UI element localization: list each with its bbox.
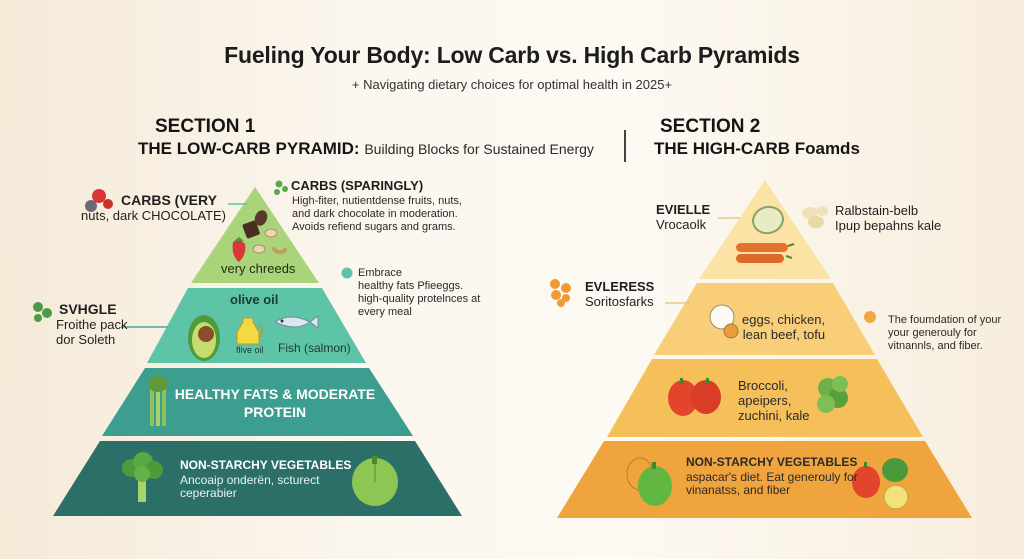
callout-line: every meal [358,306,412,318]
page-title: Fueling Your Body: Low Carb vs. High Car… [224,42,800,68]
callout-heading: CARBS (SPARINGLY) [291,178,424,193]
callout-line: Froithe pack [56,317,128,332]
low-carb-base-tier-text: NON-STARCHY VEGETABLES Ancoaip onderën, … [180,458,351,500]
tier-line: zuchini, kale [738,408,810,423]
tier-label-line: PROTEIN [243,404,307,420]
callout-line: Avoids refiend sugars and grams. [292,221,456,233]
section1-title-bold: THE LOW-CARB PYRAMID: [138,139,360,158]
callout-line: Embrace [358,267,403,279]
tier-desc: vinanatss, and fiber [686,483,791,497]
callout-line: High-fiter, nutientdense fruits, nuts, [292,195,462,207]
high-carb-callout-left-mid: EVLERESS Soritosfarks [585,279,654,309]
callout-line: Vrocaolk [656,217,707,232]
callout-line: your generouly for [888,327,977,339]
low-carb-callout-left-mid: SVHGLE Froithe pack dor Soleth [56,301,128,348]
tier-line: apeipers, [738,393,792,408]
tier-line: eggs, chicken, [742,312,826,327]
callout-line: Ipup bepahns kale [835,218,942,233]
low-carb-tier-third [102,368,413,436]
tier-heading: NON-STARCHY VEGETABLES [686,455,858,469]
callout-line: EVIELLE [656,202,711,217]
callout-line: high-quality protelnces at [358,293,481,305]
callout-heading: SVHGLE [59,301,117,317]
callout-line: Ralbstain-belb [835,203,919,218]
section1-title-light: Building Blocks for Sustained Energy [364,141,594,157]
high-carb-icons [550,205,909,510]
callout-text: CARBS (VERY [121,192,217,208]
high-carb-callout-right-top: Ralbstain-belb Ipup bepahns kale [835,203,941,233]
low-carb-callout-right-mid: Embrace healthy fats Pfieeggs. high-qual… [358,267,480,319]
fish-icon-label: Fish (salmon) [278,341,351,355]
callout-line: and dark chocolate in moderation. [292,208,458,220]
high-carb-third-tier-text: Broccoli, apeipers, zuchini, kale [738,378,810,423]
section2-number: SECTION 2 [660,116,761,137]
tier-desc: Ancoaip onderën, scturect [180,473,320,487]
low-carb-second-tier-label: olive oil [230,292,279,307]
low-carb-top-tier-label: very chreeds [221,261,296,276]
tier-label-line: HEALTHY FATS & MODERATE [174,386,376,402]
olive-oil-icon-label: flive oil [236,345,264,355]
callout-body: High-fiter, nutientdense fruits, nuts, a… [292,195,462,234]
high-carb-base-tier-text: NON-STARCHY VEGETABLES aspacar's diet. E… [686,455,858,497]
section1-number: SECTION 1 [155,116,256,137]
low-carb-third-tier-label: HEALTHY FATS & MODERATE PROTEIN [170,385,380,421]
page-subtitle: + Navigating dietary choices for optimal… [351,77,673,92]
tier-line: lean beef, tofu [742,327,826,342]
low-carb-callout-right-top: CARBS (SPARINGLY) High-fiter, nutientden… [291,178,462,233]
callout-line: EVLERESS [585,279,655,294]
tier-line: Broccoli, [738,378,788,393]
tier-heading: NON-STARCHY VEGETABLES [180,458,352,472]
high-carb-second-tier-text: eggs, chicken, lean beef, tofu [742,312,825,342]
callout-text: nuts, dark CHOCOLATE) [81,208,226,223]
callout-line: healthy fats Pfieeggs. [358,280,464,292]
callout-line: dor Soleth [56,332,116,347]
callout-line: The foumdation of your [888,314,1002,326]
low-carb-icons [33,180,398,506]
section-divider [624,130,626,162]
tier-desc: aspacar's diet. Eat generouly for [686,470,858,484]
callout-line: vitnannls, and fiber. [888,340,983,352]
low-carb-callout-left-top: CARBS (VERY nuts, dark CHOCOLATE) [81,192,226,224]
section2-title: THE HIGH-CARB Foamds [654,139,860,158]
callout-line: Soritosfarks [585,294,654,309]
high-carb-callout-right-mid: The foumdation of your your generouly fo… [888,314,1001,353]
high-carb-callout-left-top: EVIELLE Vrocaolk [656,202,710,232]
tier-desc: ceperabier [180,486,237,500]
high-carb-tier-second [654,283,875,355]
section1-title: THE LOW-CARB PYRAMID: Building Blocks fo… [138,139,594,159]
